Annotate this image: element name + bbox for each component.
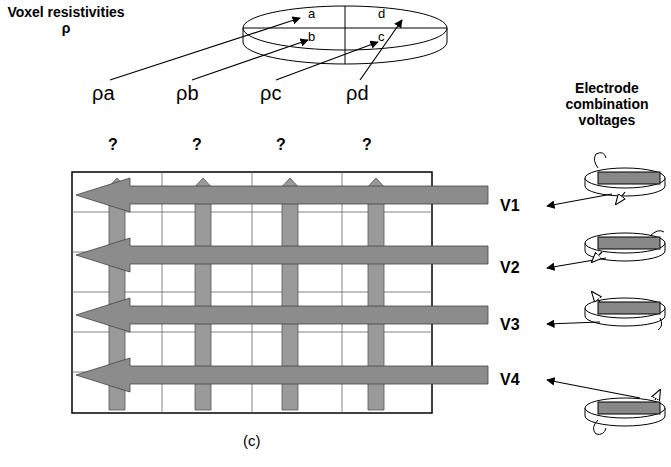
unknown-mark: ? — [108, 136, 118, 154]
quadrant-letter: a — [308, 7, 315, 22]
voltage-label: V2 — [500, 259, 520, 277]
electrode-disks — [585, 153, 665, 435]
voltage-label: V1 — [500, 197, 520, 215]
quadrant-letter: b — [308, 30, 315, 45]
resistivity-label: ρc — [260, 82, 281, 105]
quadrant-letter: c — [378, 30, 385, 45]
voxel-disk — [243, 6, 447, 64]
voltage-label: V3 — [500, 316, 520, 334]
voxel-grid — [72, 172, 488, 413]
resistivity-label: ρa — [92, 82, 115, 105]
axis-title: Electrode combination voltages — [548, 80, 666, 128]
unknown-mark: ? — [362, 136, 372, 154]
voltage-arrows — [547, 192, 660, 400]
voltage-label: V4 — [500, 371, 520, 389]
unknown-mark: ? — [276, 136, 286, 154]
quadrant-letter: d — [378, 7, 385, 22]
resistivity-label: ρd — [346, 82, 369, 105]
axis-title: Voxel resistivities ρ — [6, 4, 126, 36]
resistivity-label: ρb — [176, 82, 199, 105]
unknown-mark: ? — [192, 136, 202, 154]
leader-lines — [110, 18, 402, 80]
figure-caption: (c) — [243, 432, 261, 449]
